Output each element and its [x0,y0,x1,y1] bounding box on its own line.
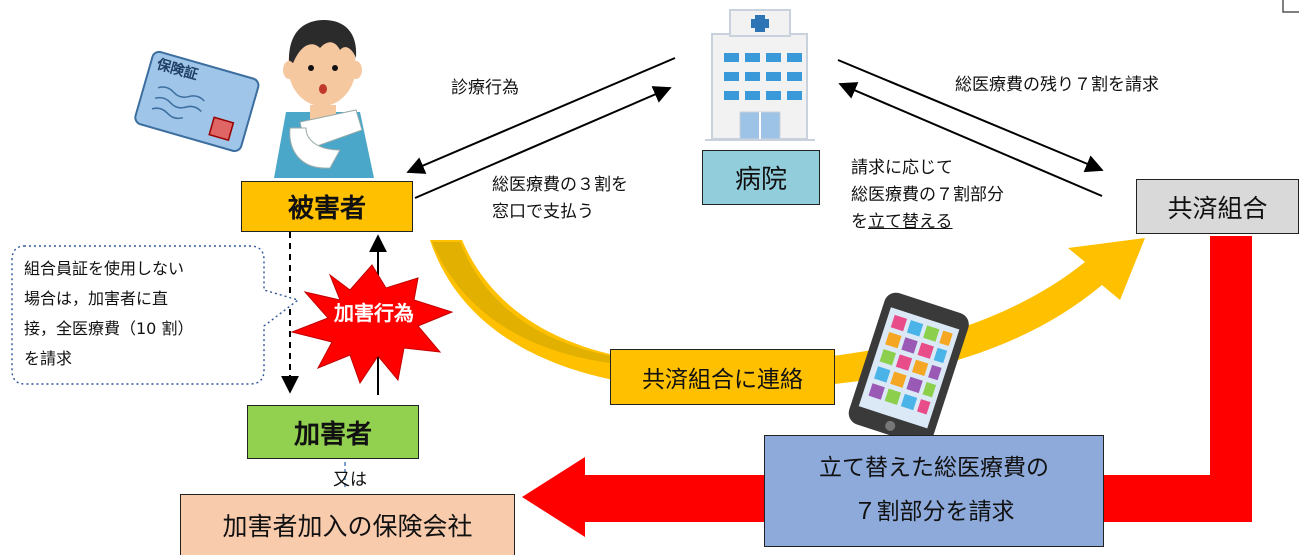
perpetrator-label: 加害者 [293,419,372,450]
hospital-box: 病院 [702,150,820,205]
insurer-box: 加害者加入の保険会社 [180,494,515,555]
note-line-4: を請求 [24,349,73,368]
advance-line-2: 総医療費の７割部分 [851,185,1004,205]
victim-box: 被害者 [241,181,413,232]
insurer-label: 加害者加入の保険会社 [222,512,473,541]
harm-label: 加害行為 [334,301,414,325]
pay-30-line-2: 窓口で支払う [492,202,594,222]
pay-30-line-1: 総医療費の３割を [492,175,628,195]
reclaim-box: 立て替えた総医療費の ７割部分を請求 [764,435,1104,547]
perpetrator-box: 加害者 [247,405,419,459]
reclaim-line-2: ７割部分を請求 [853,499,1015,525]
note-line-3: 接，全医療費（10 割） [24,319,194,338]
note-line-1: 組合員証を使用しない [24,259,185,278]
mutual-aid-label: 共済組合 [1167,193,1268,223]
advance-line-1: 請求に応じて [851,158,953,178]
note-callout [11,245,300,385]
gold-contact-arrow [430,238,1145,391]
note-line-2: 場合は，加害者に直 [24,289,169,308]
injured-person-icon [274,20,374,178]
insurance-card-icon [134,50,260,152]
harm-starburst [290,264,454,385]
victim-label: 被害者 [287,194,366,224]
contact-label: 共済組合に連絡 [642,367,803,393]
advance-line-3: を立て替える [851,209,953,235]
hospital-building-icon [705,9,815,141]
contact-box: 共済組合に連絡 [610,349,835,405]
hospital-label: 病院 [734,165,787,195]
treatment-label: 診療行為 [451,78,519,98]
corner-fragment [1282,0,1299,13]
reclaim-line-1: 立て替えた総医療費の [819,455,1049,482]
connector-arrows [281,57,1104,488]
mutual-aid-box: 共済組合 [1136,179,1299,234]
or-label: 又は [333,470,367,490]
claim-70-label: 総医療費の残り７割を請求 [955,75,1159,95]
smartphone-icon [848,292,969,445]
advance-prefix: を [851,212,868,232]
advance-underlined: 立て替える [868,212,953,232]
